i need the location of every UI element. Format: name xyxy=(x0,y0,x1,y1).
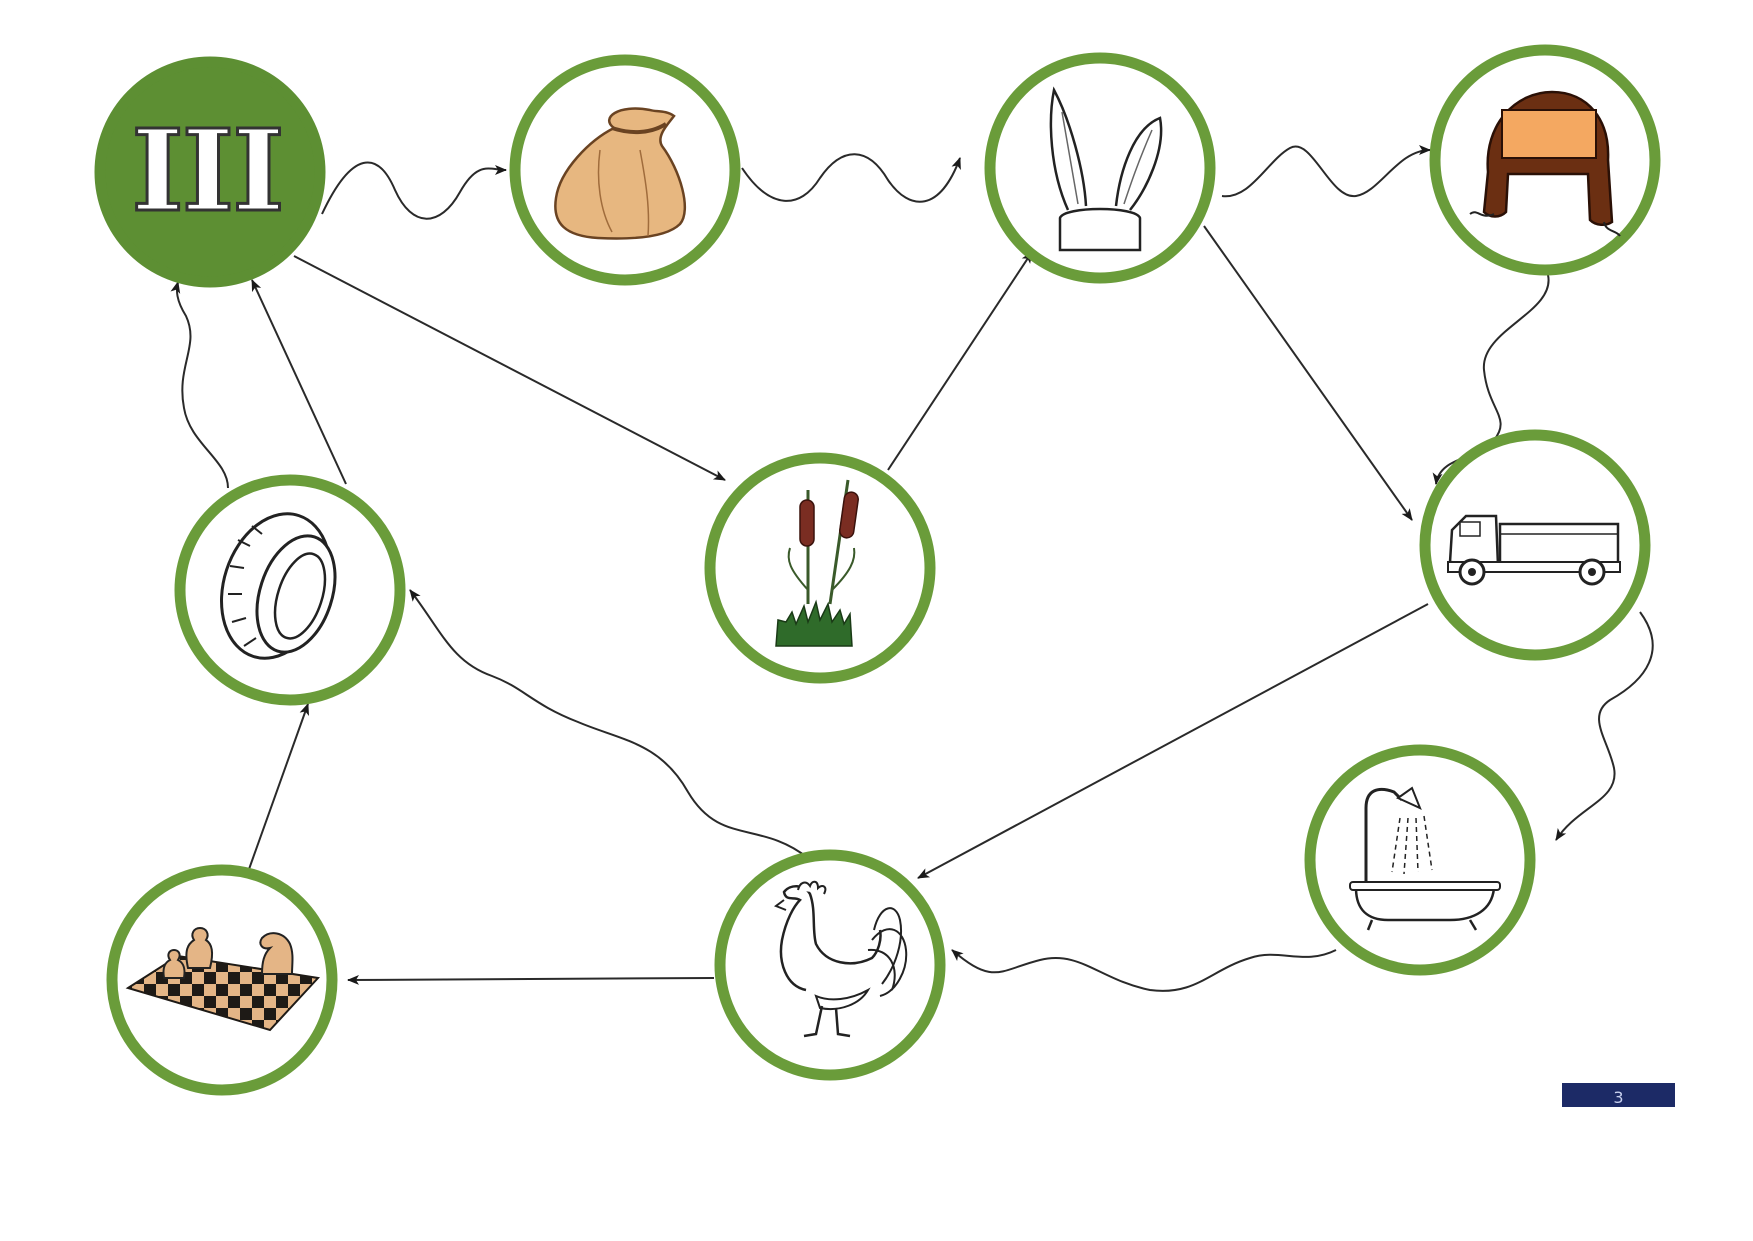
edges xyxy=(170,145,1654,992)
start-label: III xyxy=(131,106,282,237)
truck-icon xyxy=(1447,514,1621,586)
rooster-node xyxy=(714,849,946,1081)
page-number: 3 xyxy=(1613,1088,1624,1107)
fur-hat-icon xyxy=(1469,90,1621,237)
edge-chessboard-to-tire xyxy=(247,703,310,873)
sack-node xyxy=(509,54,741,286)
edge-rooster-to-tire xyxy=(409,589,809,859)
bunny-ears-icon xyxy=(1049,86,1163,252)
fur-hat-node xyxy=(1429,44,1661,276)
edge-cattails-to-bunny-ears xyxy=(887,251,1033,471)
start-node: III xyxy=(94,56,326,288)
tire-icon xyxy=(220,512,337,660)
chess-pieces xyxy=(162,926,294,979)
sack-icon xyxy=(554,107,687,240)
chessboard-node xyxy=(106,864,338,1096)
bunny-ears-node xyxy=(984,52,1216,284)
cattails-node xyxy=(704,452,936,684)
rooster-icon xyxy=(773,880,908,1038)
edge-rooster-to-chessboard xyxy=(347,974,715,985)
cattail-icon xyxy=(775,479,859,647)
edge-bunny-ears-to-fur-hat xyxy=(1221,145,1431,198)
edge-start-to-sack xyxy=(321,161,507,220)
edge-bathtub-to-rooster xyxy=(951,949,1337,992)
edge-tire-to-start-straight xyxy=(251,279,347,485)
edge-truck-to-rooster xyxy=(917,603,1429,879)
chessboard-icon xyxy=(125,926,321,1032)
truck-node xyxy=(1419,429,1651,661)
edge-tire-to-start-wavy xyxy=(170,281,229,489)
tire-node xyxy=(174,474,406,706)
bathtub-shower-icon xyxy=(1349,786,1501,931)
bathtub-node xyxy=(1304,744,1536,976)
edge-start-to-cattails xyxy=(293,255,726,481)
page-number-badge xyxy=(1562,1083,1675,1107)
edge-truck-to-bathtub xyxy=(1555,611,1654,841)
edge-bunny-ears-to-truck xyxy=(1203,225,1413,521)
edge-sack-to-bunny-ears xyxy=(741,153,961,203)
